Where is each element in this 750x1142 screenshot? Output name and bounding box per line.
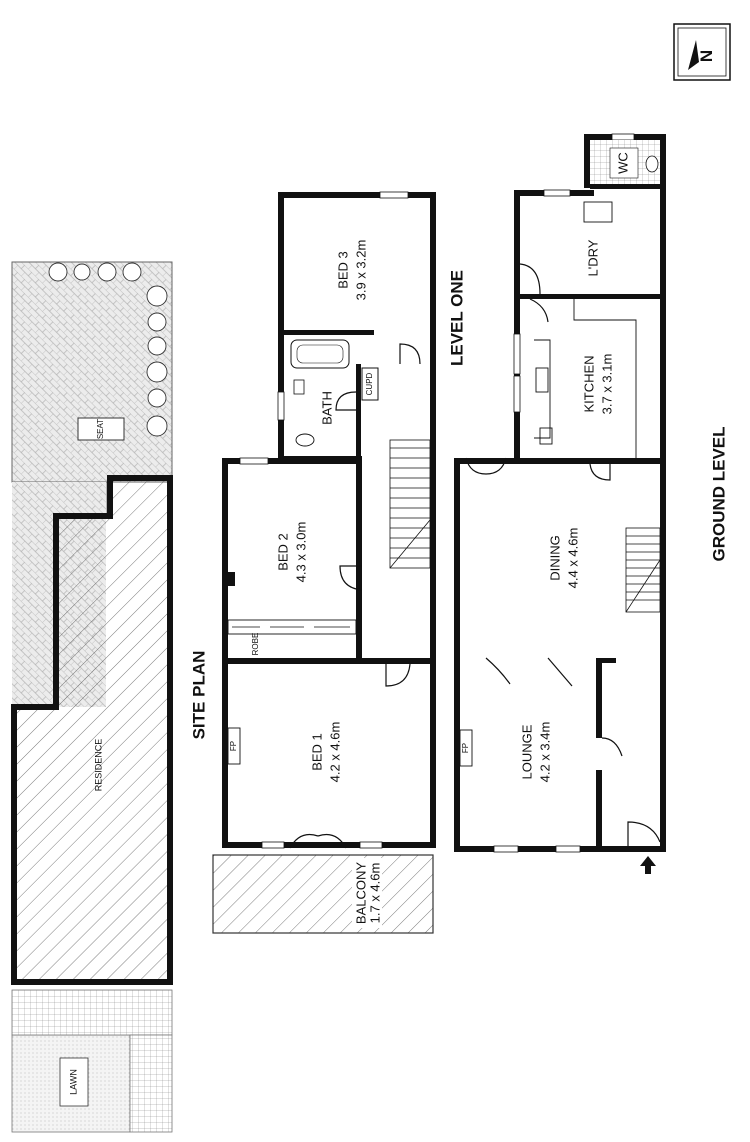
balcony-area: [212, 854, 434, 934]
site-plan-title: SITE PLAN: [189, 651, 208, 740]
residence-footprint: [11, 475, 173, 985]
residence-label: RESIDENCE: [93, 739, 103, 792]
site-plan: SEAT RESIDENCE LAWN SITE PLAN: [11, 261, 208, 1133]
bed3-size: 3.9 x 3.2m: [353, 240, 368, 301]
seat-label: SEAT: [96, 419, 105, 439]
bed1-label: BED 1: [309, 733, 324, 771]
kitchen-label: KITCHEN: [581, 355, 596, 412]
ground-level-plan: WC FP L'DRY KITCHEN 3.7 x 3.1m DINING 4.…: [454, 133, 728, 874]
lounge-size: 4.2 x 3.4m: [537, 722, 552, 783]
balcony-label: BALCONY: [353, 862, 368, 924]
entry-arrow-icon: [640, 856, 656, 874]
compass-letter: N: [697, 50, 716, 62]
seat: [77, 417, 125, 441]
dining-label: DINING: [547, 535, 562, 581]
lounge-label: LOUNGE: [519, 724, 534, 779]
windows-ground: [493, 133, 635, 853]
doors-level-one: [289, 343, 421, 849]
bath-label: BATH: [319, 391, 334, 425]
wc-label: WC: [615, 152, 630, 174]
north-compass: N: [673, 23, 731, 81]
level-one-title: LEVEL ONE: [447, 270, 466, 366]
toilet: [295, 433, 315, 447]
level-one-plan: BALCONY 1.7 x 4.6m: [212, 191, 466, 934]
kitchen-benches: [534, 299, 637, 458]
bed1-size: 4.2 x 4.6m: [327, 722, 342, 783]
robe-label: ROBE: [251, 633, 260, 656]
stairs-level-one: [389, 439, 431, 569]
ground-level-title: GROUND LEVEL: [709, 426, 728, 561]
bathtub: [290, 339, 350, 369]
doors-ground: [465, 263, 661, 846]
bed2-size: 4.3 x 3.0m: [293, 522, 308, 583]
bed3-label: BED 3: [335, 251, 350, 289]
cupd-label: CUPD: [365, 372, 374, 395]
compass-arrow-icon: [688, 40, 699, 70]
stairs-ground: [625, 527, 661, 613]
windows-level-one: [239, 191, 409, 849]
garden-plants: [48, 262, 168, 437]
dining-size: 4.4 x 4.6m: [565, 528, 580, 589]
laundry-label: L'DRY: [585, 239, 600, 276]
lawn-label: LAWN: [68, 1069, 78, 1095]
laundry-tub: [583, 201, 613, 223]
kitchen-size: 3.7 x 3.1m: [599, 354, 614, 415]
balcony-size: 1.7 x 4.6m: [367, 863, 382, 924]
courtyard-paving: [11, 261, 173, 483]
lounge-fp-label: FP: [461, 743, 470, 753]
bed1-fp-label: FP: [229, 741, 238, 751]
bed2-label: BED 2: [275, 533, 290, 571]
